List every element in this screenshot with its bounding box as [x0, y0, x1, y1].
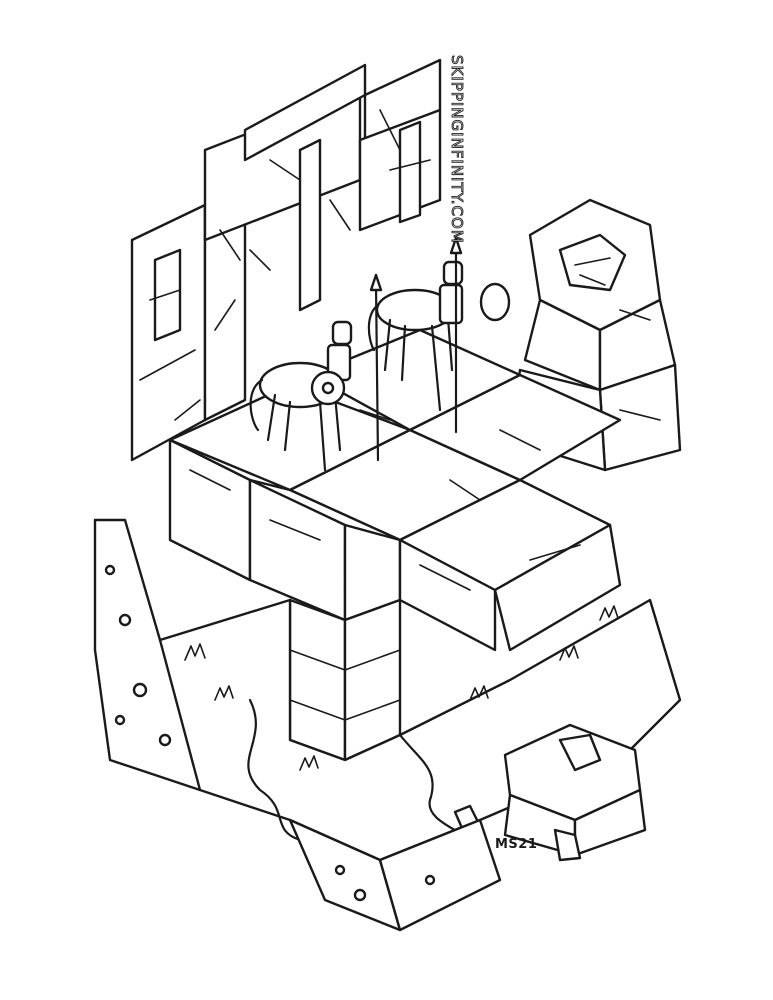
ruined-wall [130, 58, 442, 462]
watermark: SKIPPINGINFINITY.COM [448, 55, 467, 245]
lower-rock-cluster [453, 723, 647, 862]
stone-platform [168, 328, 622, 762]
bottom-ground-slab [288, 818, 502, 932]
centaur-knight-right [367, 236, 511, 434]
centaur-knight-left [249, 273, 383, 472]
watermark-text: SKIPPINGINFINITY.COM [448, 55, 466, 244]
artist-signature: MS21 [495, 837, 537, 852]
